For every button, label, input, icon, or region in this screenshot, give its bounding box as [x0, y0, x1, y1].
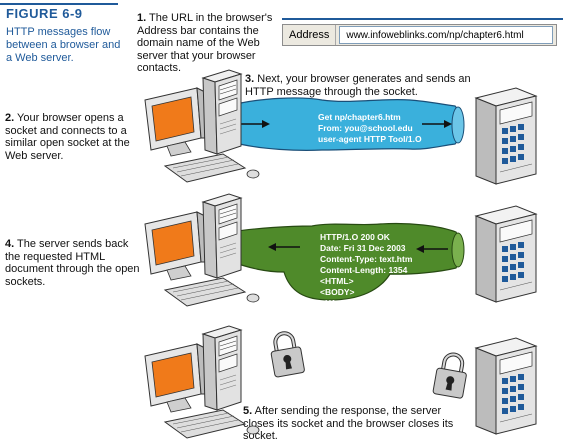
- address-bar[interactable]: Address www.infoweblinks.com/np/chapter6…: [282, 24, 557, 46]
- response-line-2: Date: Fri 31 Dec 2003: [320, 243, 406, 253]
- web-server-2: [475, 205, 537, 303]
- step-4-number: 4.: [5, 238, 15, 250]
- step-1: 1. The URL in the browser's Address bar …: [137, 12, 277, 75]
- step-4: 4. The server sends back the requested H…: [5, 238, 140, 288]
- browser-computer-3: [144, 325, 260, 439]
- step-3-number: 3.: [245, 73, 255, 85]
- step-2: 2. Your browser opens a socket and conne…: [5, 112, 140, 162]
- step-5-text: After sending the response, the server c…: [243, 405, 454, 442]
- browser-lock-icon: [266, 328, 307, 380]
- address-label: Address: [283, 25, 337, 45]
- response-line-6: <BODY>: [320, 287, 355, 297]
- title-rule: [0, 3, 118, 5]
- step-2-number: 2.: [5, 112, 15, 124]
- figure-title: FIGURE 6-9: [6, 6, 83, 21]
- web-server-1: [475, 87, 537, 185]
- step-4-text: The server sends back the requested HTML…: [5, 238, 140, 288]
- response-line-4: Content-Length: 1354: [320, 265, 408, 275]
- web-server-3: [475, 337, 537, 435]
- address-rule: [282, 18, 563, 20]
- step-2-text: Your browser opens a socket and connects…: [5, 112, 130, 162]
- step-1-text: The URL in the browser's Address bar con…: [137, 12, 273, 74]
- address-url-field[interactable]: www.infoweblinks.com/np/chapter6.html: [339, 26, 553, 44]
- response-line-5: <HTML>: [320, 276, 354, 286]
- server-lock-icon: [430, 350, 472, 401]
- request-arrows: [240, 120, 452, 128]
- response-arrows: [268, 243, 448, 253]
- request-line-1: Get np/chapter6.htm: [318, 112, 401, 122]
- request-line-2: From: you@school.edu: [318, 123, 413, 133]
- step-3-text: Next, your browser generates and sends a…: [245, 73, 471, 98]
- step-5-number: 5.: [243, 405, 253, 417]
- request-line-3: user-agent HTTP Tool/1.O: [318, 134, 422, 144]
- step-5: 5. After sending the response, the serve…: [243, 405, 473, 443]
- figure-caption: HTTP messages flow between a browser and…: [6, 26, 121, 64]
- step-3: 3. Next, your browser generates and send…: [245, 73, 475, 98]
- response-line-7: <H1> NP InfoWebs</H1>: [320, 298, 418, 308]
- step-1-number: 1.: [137, 12, 147, 24]
- response-line-1: HTTP/1.O 200 OK: [320, 232, 391, 242]
- response-line-3: Content-Type: text.htm: [320, 254, 413, 264]
